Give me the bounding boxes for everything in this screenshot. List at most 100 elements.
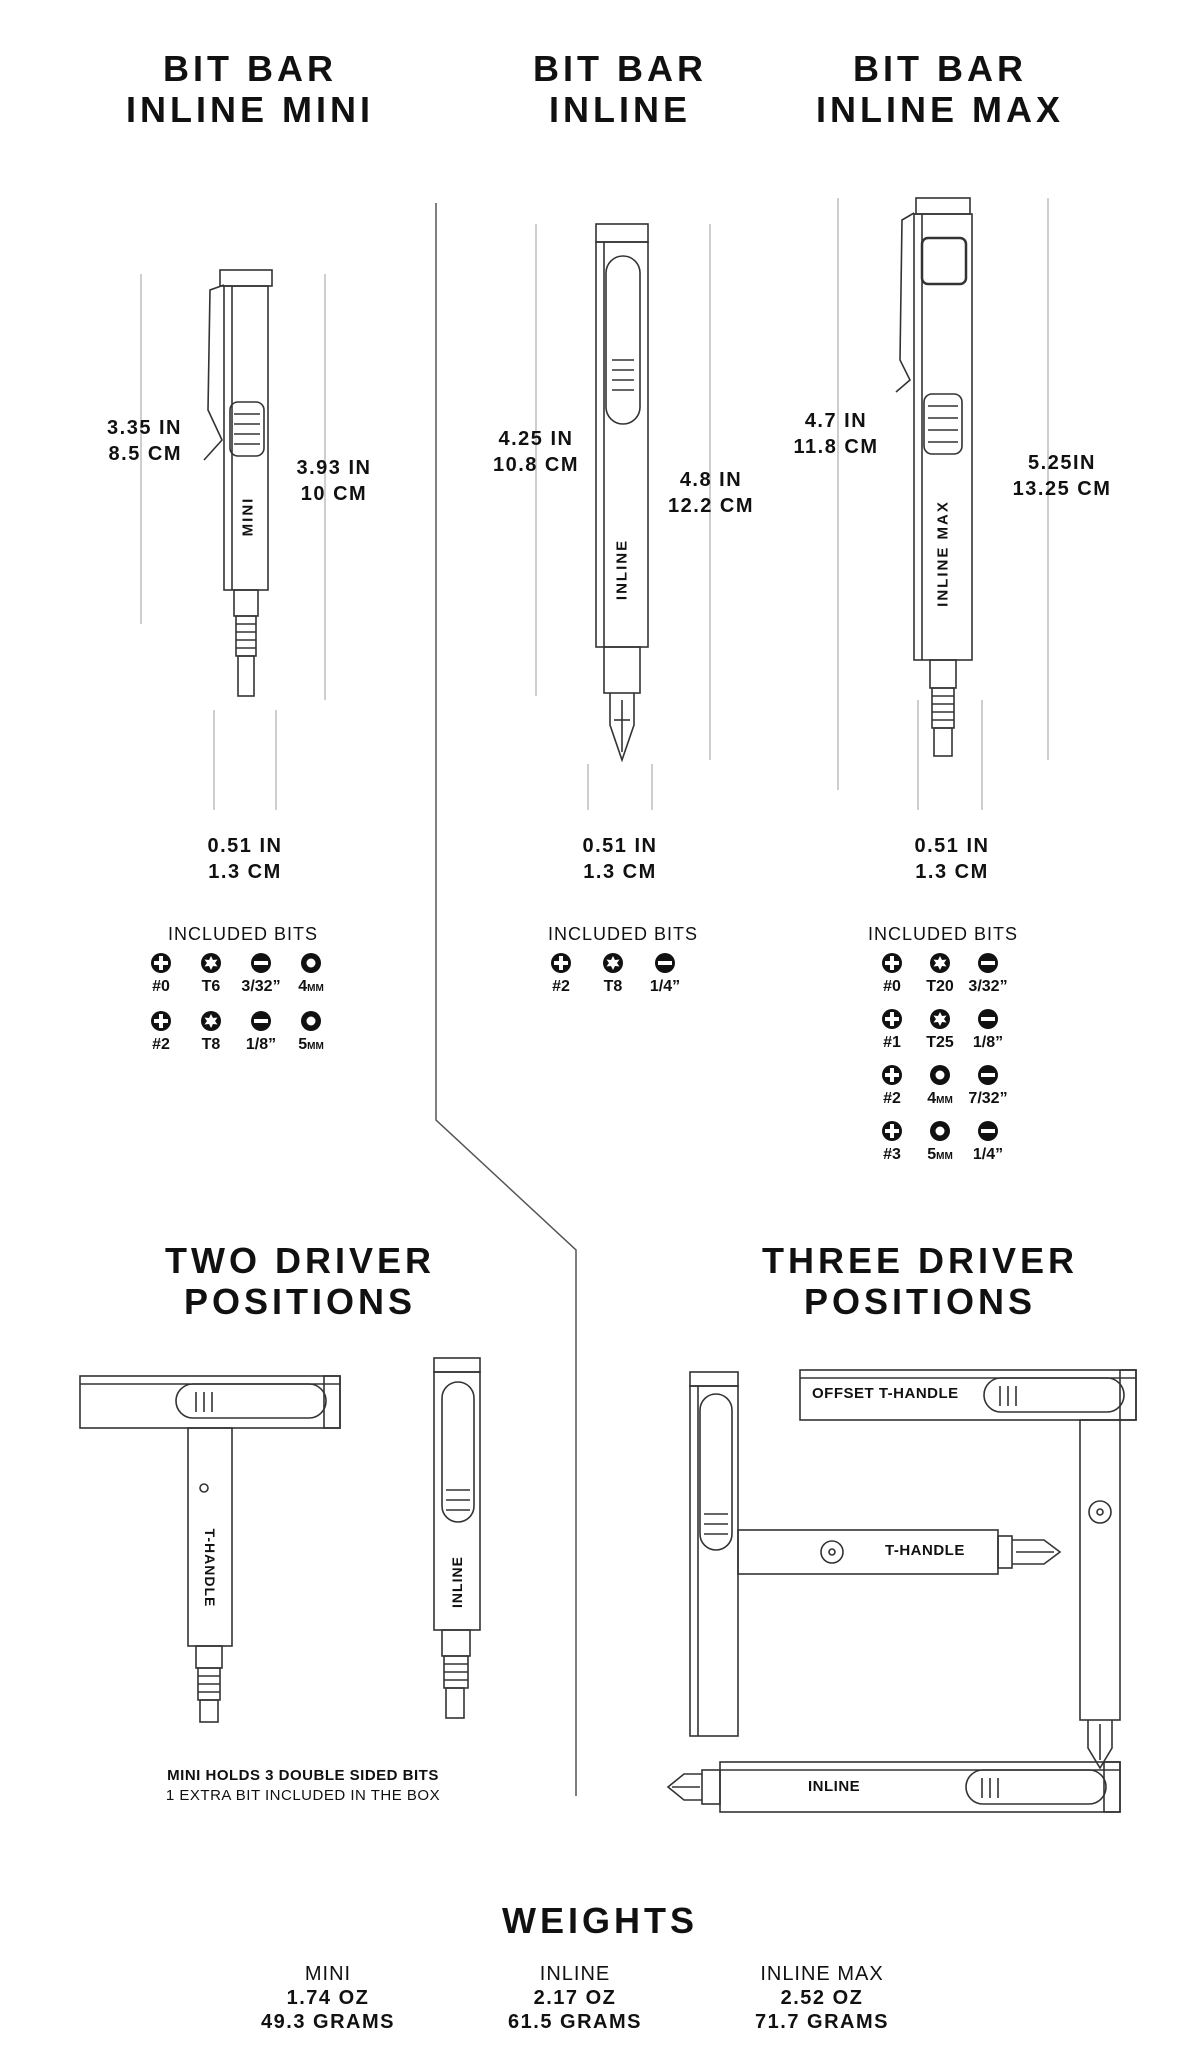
hex-icon xyxy=(301,1011,321,1031)
inline-dim-width: 0.51 IN 1.3 CM xyxy=(570,833,670,885)
max-bit-phillips: #3 xyxy=(860,1120,924,1164)
mini-bit-slotted: 3/32” xyxy=(229,952,293,996)
mini-bit-slotted: 1/8” xyxy=(229,1010,293,1054)
mini-body-label: MINI xyxy=(239,496,257,537)
weight-mini-name: MINI xyxy=(304,1963,352,1985)
bit-label: 4MM xyxy=(927,1090,953,1107)
slotted-icon xyxy=(655,953,675,973)
bit-label: 3/32” xyxy=(241,978,281,995)
inline-dim-open-cm: 12.2 CM xyxy=(667,495,755,517)
mini-bit-torx: T6 xyxy=(179,952,243,996)
max-width-cm: 1.3 CM xyxy=(915,861,989,883)
two-driver-inline-label: INLINE xyxy=(449,1556,465,1608)
max-bit-phillips: #0 xyxy=(860,952,924,996)
max-bit-phillips: #1 xyxy=(860,1008,924,1052)
phillips-icon xyxy=(151,1011,171,1031)
weight-max-grams: 71.7 GRAMS xyxy=(755,2011,889,2033)
slotted-icon xyxy=(978,953,998,973)
mini-dim-closed: 3.35 IN 8.5 CM xyxy=(80,415,182,467)
mini-dim-width: 0.51 IN 1.3 CM xyxy=(195,833,295,885)
max-dim-closed-in: 4.7 IN xyxy=(804,410,868,432)
inline-title: BIT BAR INLINE xyxy=(480,48,760,130)
mini-dim-closed-in: 3.35 IN xyxy=(107,417,182,439)
slotted-icon xyxy=(251,953,271,973)
phillips-icon xyxy=(551,953,571,973)
torx-icon xyxy=(603,953,623,973)
max-bit-slotted: 7/32” xyxy=(956,1064,1020,1108)
mini-bit-phillips: #0 xyxy=(129,952,193,996)
mini-title-line1: BIT BAR xyxy=(163,48,337,89)
max-included-bits-heading: INCLUDED BITS xyxy=(867,924,1019,944)
three-driver-t-handle-label: T-HANDLE xyxy=(885,1542,965,1559)
max-bit-hex: 5MM xyxy=(908,1120,972,1164)
bit-unit: MM xyxy=(307,983,324,994)
bit-label: T8 xyxy=(603,978,623,995)
bit-label: #2 xyxy=(883,1090,901,1107)
mini-drawing xyxy=(203,269,273,697)
inline-drawing xyxy=(595,223,649,763)
mini-width-cm: 1.3 CM xyxy=(208,861,282,883)
bit-label: 1/8” xyxy=(245,1036,277,1053)
inline-dim-open-in: 4.8 IN xyxy=(679,469,743,491)
weight-max: INLINE MAX 2.52 OZ 71.7 GRAMS xyxy=(712,1962,932,2034)
max-bit-slotted: 3/32” xyxy=(956,952,1020,996)
three-driver-title-line2: POSITIONS xyxy=(803,1281,1037,1322)
weight-mini: MINI 1.74 OZ 49.3 GRAMS xyxy=(218,1962,438,2034)
mini-bits-note-line2: 1 EXTRA BIT INCLUDED IN THE BOX xyxy=(165,1787,441,1804)
torx-icon xyxy=(930,1009,950,1029)
torx-icon xyxy=(930,953,950,973)
max-dim-closed: 4.7 IN 11.8 CM xyxy=(786,408,886,460)
bit-label: 1/8” xyxy=(972,1034,1004,1051)
bit-unit: MM xyxy=(307,1041,324,1052)
max-dim-open-cm: 13.25 CM xyxy=(1012,478,1112,500)
slotted-icon xyxy=(978,1065,998,1085)
mini-width-in: 0.51 IN xyxy=(207,835,283,857)
bit-label: 5MM xyxy=(298,1036,324,1053)
phillips-icon xyxy=(882,953,902,973)
inline-dim-closed-in: 4.25 IN xyxy=(498,428,574,450)
bit-label: 7/32” xyxy=(968,1090,1008,1107)
max-title: BIT BAR INLINE MAX xyxy=(800,48,1080,130)
max-drawing xyxy=(895,197,973,757)
max-title-line1: BIT BAR xyxy=(853,48,1027,89)
inline-dim-open: 4.8 IN 12.2 CM xyxy=(656,467,766,519)
bit-unit: MM xyxy=(936,1151,953,1162)
mini-bit-phillips: #2 xyxy=(129,1010,193,1054)
weight-mini-grams: 49.3 GRAMS xyxy=(261,2011,395,2033)
two-driver-drawings xyxy=(79,1357,481,1723)
mini-dim-open: 3.93 IN 10 CM xyxy=(282,455,386,507)
phillips-icon xyxy=(882,1121,902,1141)
bit-label: #0 xyxy=(883,978,901,995)
bit-label: T8 xyxy=(201,1036,221,1053)
offset-t-handle-label: OFFSET T-HANDLE xyxy=(812,1385,959,1402)
inline-title-line2: INLINE xyxy=(548,89,691,130)
max-bit-phillips: #2 xyxy=(860,1064,924,1108)
bit-label: #2 xyxy=(552,978,570,995)
mini-bits-note: MINI HOLDS 3 DOUBLE SIDED BITS 1 EXTRA B… xyxy=(93,1766,513,1806)
weight-inline-oz: 2.17 OZ xyxy=(533,1987,617,2009)
phillips-icon xyxy=(882,1065,902,1085)
bit-label: #2 xyxy=(152,1036,170,1053)
inline-bit-torx: T8 xyxy=(581,952,645,996)
inline-title-line1: BIT BAR xyxy=(533,48,707,89)
mini-title-line2: INLINE MINI xyxy=(126,89,374,130)
hex-icon xyxy=(301,953,321,973)
max-bit-torx: T25 xyxy=(908,1008,972,1052)
bit-label: 1/4” xyxy=(972,1146,1004,1163)
dimension-guides xyxy=(140,198,1049,810)
weight-inline: INLINE 2.17 OZ 61.5 GRAMS xyxy=(465,1962,685,2034)
mini-title: BIT BAR INLINE MINI xyxy=(110,48,390,130)
two-driver-title-line1: TWO DRIVER xyxy=(165,1240,435,1281)
weight-max-name: INLINE MAX xyxy=(760,1963,884,1985)
hex-icon xyxy=(930,1065,950,1085)
bit-label: 4MM xyxy=(298,978,324,995)
inline-width-in: 0.51 IN xyxy=(582,835,658,857)
bit-unit: MM xyxy=(936,1095,953,1106)
mini-dim-open-in: 3.93 IN xyxy=(296,457,372,479)
phillips-icon xyxy=(151,953,171,973)
three-driver-inline-label: INLINE xyxy=(808,1778,861,1795)
section-divider xyxy=(435,203,577,1796)
mini-included-bits-heading: INCLUDED BITS xyxy=(167,924,319,944)
bit-label: 5MM xyxy=(927,1146,953,1163)
